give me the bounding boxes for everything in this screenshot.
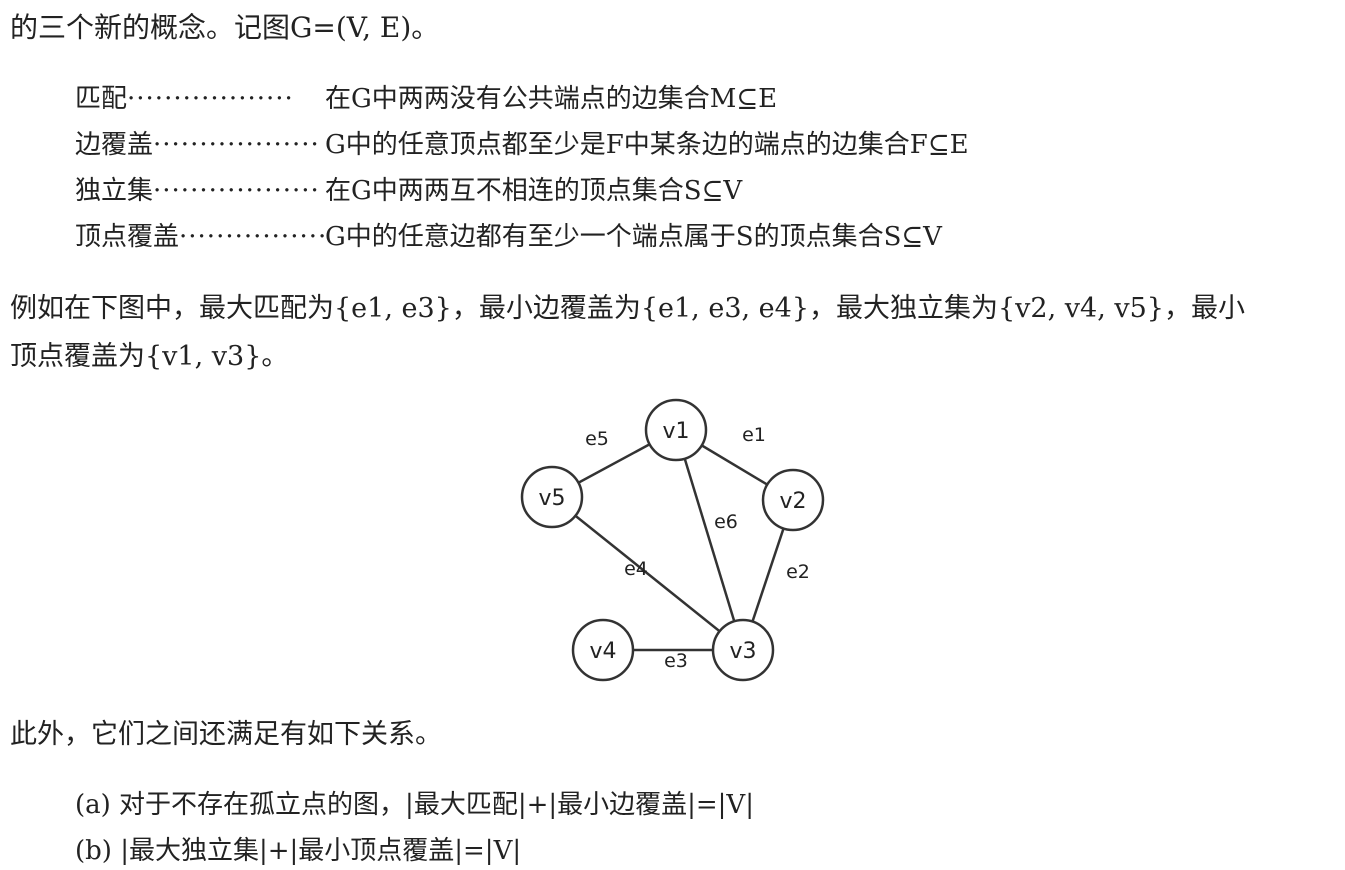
intro-line: 的三个新的概念。记图G=(V, E)。 [10,11,440,44]
relations-intro: 此外，它们之间还满足有如下关系。 [10,719,442,750]
example-line-2: 顶点覆盖为{v1, v3}。 [10,341,289,372]
edge-e4 [551,496,744,651]
node-label-v3: v3 [729,639,756,664]
relation-a: (a) 对于不存在孤立点的图，|最大匹配|+|最小边覆盖|=|V| [75,790,754,820]
definition-term: 边覆盖 [75,130,154,160]
node-label-v5: v5 [538,486,565,511]
definition-desc: 在G中两两互不相连的顶点集合S⊆V [325,176,743,206]
definition-desc: 在G中两两没有公共端点的边集合M⊆E [325,84,778,114]
example-line-1: 例如在下图中，最大匹配为{e1, e3}，最小边覆盖为{e1, e3, e4}，… [10,293,1245,324]
definition-term: 顶点覆盖 [75,222,180,252]
node-v3 [711,618,775,682]
definition-desc: G中的任意边都有至少一个端点属于S的顶点集合S⊆V [325,222,942,252]
definition-edge-cover: 边覆盖··················G中的任意顶点都至少是F中某条边的端点… [75,130,969,160]
definition-matching: 匹配··················在G中两两没有公共端点的边集合M⊆E [75,84,778,114]
edge-label-e5: e5 [585,428,609,450]
node-v5 [520,465,584,529]
node-v1 [644,398,708,462]
node-v2 [761,468,825,532]
edge-label-e2: e2 [786,561,810,583]
definition-desc: G中的任意顶点都至少是F中某条边的端点的边集合F⊆E [325,130,969,160]
edge-label-e3: e3 [664,650,688,672]
definition-vertex-cover: 顶点覆盖··················G中的任意边都有至少一个端点属于S的… [75,222,942,252]
edge-label-e1: e1 [742,424,766,446]
definition-independent-set: 独立集··················在G中两两互不相连的顶点集合S⊆V [75,176,743,206]
edge-label-e4: e4 [624,558,648,580]
node-label-v4: v4 [589,639,616,664]
definition-term: 独立集 [75,176,154,206]
node-v4 [571,618,635,682]
node-label-v1: v1 [662,419,689,444]
edge-e6 [674,429,745,651]
relation-b: (b) |最大独立集|+|最小顶点覆盖|=|V| [75,836,522,866]
definition-term: 匹配 [75,84,128,114]
edge-label-e6: e6 [714,511,738,533]
node-label-v2: v2 [779,489,806,514]
